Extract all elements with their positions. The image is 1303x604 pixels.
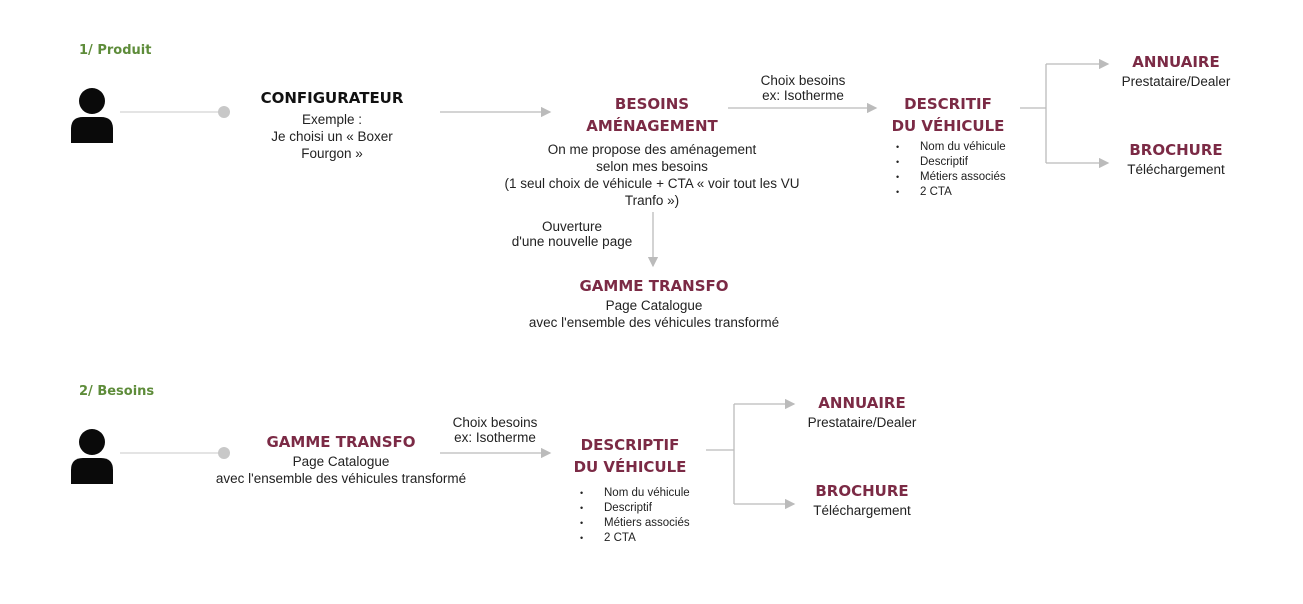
bullet-item: Métiers associés [896,170,1006,185]
node-annuaire-1: ANNUAIRE Prestataire/Dealer [1106,51,1246,90]
brochure-sub: Téléchargement [813,503,911,518]
node-gamme-transfo-2: GAMME TRANSFO Page Catalogue avec l'ense… [190,431,492,487]
annuaire-title: ANNUAIRE [818,394,906,412]
edge-label-line: ex: Isotherme [454,430,536,445]
annuaire-title: ANNUAIRE [1132,53,1220,71]
edge-label-choix-2: Choix besoins ex: Isotherme [425,415,565,445]
person-icon [71,429,113,484]
node-brochure-1: BROCHURE Téléchargement [1106,139,1246,178]
section-title-produit: 1/ Produit [79,43,152,58]
node-annuaire-2: ANNUAIRE Prestataire/Dealer [792,392,932,431]
besoins-line: On me propose des aménagement [547,142,757,157]
configurateur-line: Je choisi un « Boxer [271,129,393,144]
besoins-line: (1 seul choix de véhicule + CTA « voir t… [504,176,800,191]
node-brochure-2: BROCHURE Téléchargement [792,480,932,519]
descriptif-bullets: Nom du véhicule Descriptif Métiers assoc… [580,486,690,546]
configurateur-line: Exemple : [301,112,363,127]
annuaire-sub: Prestataire/Dealer [1121,74,1231,89]
gamme-title: GAMME TRANSFO [266,433,416,451]
besoins-title-line: BESOINS [614,95,690,113]
bullet-item: 2 CTA [896,185,1006,200]
node-descritif-vehicule: DESCRITIF DU VÉHICULE [880,93,1016,137]
gamme-line: avec l'ensemble des véhicules transformé [215,471,467,486]
bullet-item: Descriptif [896,155,1006,170]
descritif-title-line: DU VÉHICULE [891,117,1005,135]
configurateur-line: Fourgon » [301,146,363,161]
edge-label-line: Choix besoins [452,415,538,430]
bullet-item: 2 CTA [580,531,690,546]
bullet-item: Nom du véhicule [580,486,690,501]
node-descriptif-vehicule: DESCRIPTIF DU VÉHICULE [560,434,700,478]
edge-label-line: Choix besoins [760,73,846,88]
node-configurateur: CONFIGURATEUR Exemple : Je choisi un « B… [232,87,432,162]
brochure-title: BROCHURE [815,482,909,500]
gamme-title: GAMME TRANSFO [579,277,729,295]
besoins-line: Tranfo ») [624,193,680,208]
edge-label-choix-1: Choix besoins ex: Isotherme [733,73,873,103]
gamme-line: Page Catalogue [605,298,703,313]
node-gamme-transfo-1: GAMME TRANSFO Page Catalogue avec l'ense… [494,275,814,331]
connector-dot-2 [218,447,230,459]
person-icon [71,88,113,143]
edge-label-line: d'une nouvelle page [511,234,633,249]
node-besoins-amenagement: BESOINS AMÉNAGEMENT On me propose des am… [482,93,822,209]
gamme-line: avec l'ensemble des véhicules transformé [528,315,780,330]
besoins-title-line: AMÉNAGEMENT [586,117,718,135]
annuaire-sub: Prestataire/Dealer [807,415,917,430]
connector-dot-1 [218,106,230,118]
edge-label-line: ex: Isotherme [762,88,844,103]
besoins-line: selon mes besoins [596,159,708,174]
configurateur-title: CONFIGURATEUR [260,89,404,107]
bullet-item: Nom du véhicule [896,140,1006,155]
brochure-sub: Téléchargement [1127,162,1225,177]
descritif-bullets: Nom du véhicule Descriptif Métiers assoc… [896,140,1006,200]
bullet-item: Métiers associés [580,516,690,531]
descriptif-title-line: DESCRIPTIF [580,436,680,454]
bullet-item: Descriptif [580,501,690,516]
gamme-line: Page Catalogue [292,454,390,469]
edge-label-ouverture: Ouverture d'une nouvelle page [497,219,647,249]
section-title-besoins: 2/ Besoins [79,384,155,399]
brochure-title: BROCHURE [1129,141,1223,159]
descriptif-title-line: DU VÉHICULE [573,458,687,476]
descritif-title-line: DESCRITIF [904,95,992,113]
edge-label-line: Ouverture [541,219,603,234]
